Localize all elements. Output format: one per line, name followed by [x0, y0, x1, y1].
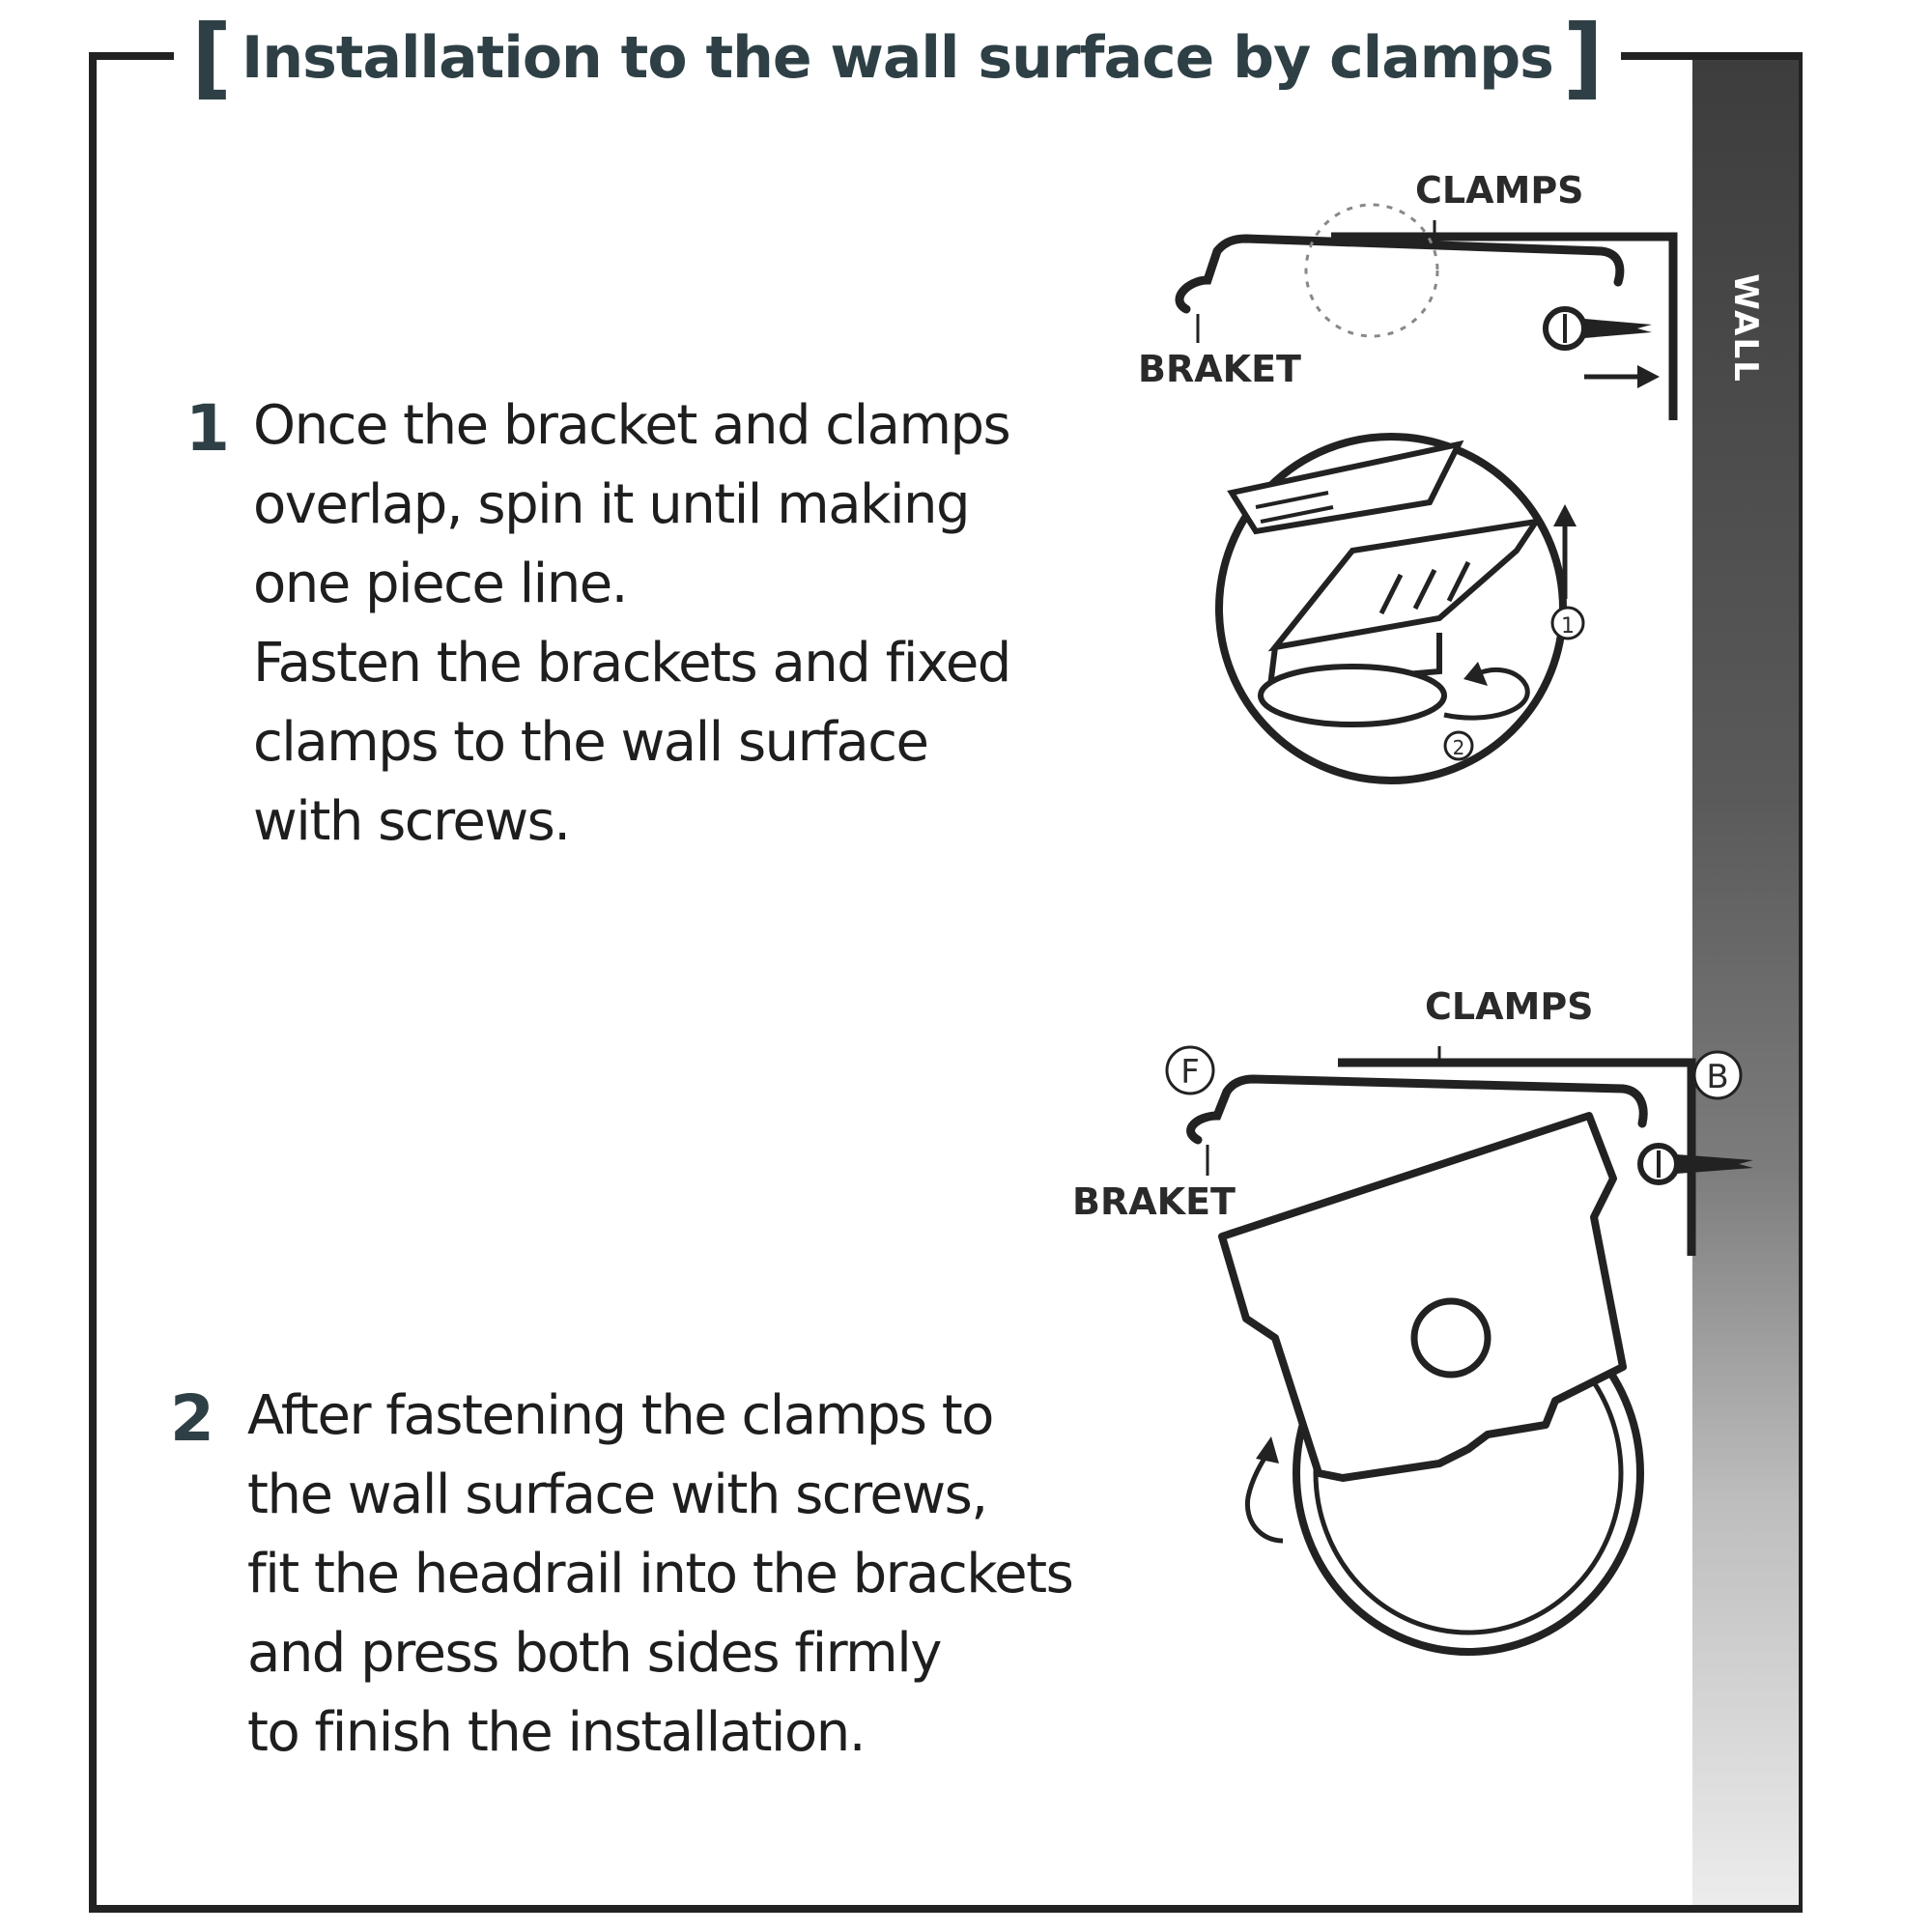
left-bracket-glyph: [	[191, 6, 233, 109]
headrail-hole	[1410, 1297, 1492, 1378]
front-marker	[1165, 1045, 1215, 1095]
diagram-1-bracket-label: BRAKET	[1138, 348, 1301, 390]
diagram-2-clamp	[1338, 1058, 1696, 1256]
diagram-2-bracket-label: BRAKET	[1072, 1180, 1236, 1223]
diagram-2: CLAMPS F B BRAKET	[1072, 985, 1753, 1656]
right-bracket-glyph: ]	[1562, 6, 1604, 109]
diagram-1-bracket	[1175, 234, 1625, 314]
title-banner: [ Installation to the wall surface by cl…	[174, 12, 1621, 104]
diagram-2-back-label: B	[1706, 1058, 1728, 1096]
diagram-1-detail-marker	[1304, 203, 1439, 338]
diagram-1-clamps-label: CLAMPS	[1415, 169, 1584, 212]
rotate-arrow-icon	[1443, 662, 1530, 721]
diagram-1-clamp-plate	[1227, 440, 1464, 535]
screw-icon	[1543, 306, 1652, 351]
diagram-1-clamp	[1331, 232, 1678, 420]
screw-icon	[1637, 1143, 1753, 1185]
step-1-text: Once the bracket and clamps overlap, spi…	[253, 394, 1011, 853]
step-marker-1	[1550, 606, 1585, 640]
wall-strip	[1692, 60, 1799, 1905]
wall-label: WALL	[1726, 273, 1765, 384]
diagram-1-marker-1: 1	[1561, 614, 1575, 639]
diagram-1-marker-2: 2	[1453, 736, 1465, 759]
headrail-profile	[1218, 1112, 1627, 1482]
diagram-2-bracket	[1186, 1074, 1648, 1145]
page-title: Installation to the wall surface by clam…	[242, 24, 1554, 92]
arrow-up-icon	[1553, 504, 1577, 599]
diagram-1: CLAMPS BRAKET 1 2	[1138, 169, 1678, 784]
arrow-right-icon	[1584, 365, 1660, 388]
step-1-number: 1	[185, 391, 230, 466]
step-2-number: 2	[170, 1381, 214, 1456]
diagram-2-front-label: F	[1180, 1053, 1200, 1092]
step-2-text: After fastening the clamps to the wall s…	[247, 1384, 1074, 1764]
step-marker-2	[1443, 730, 1474, 761]
diagram-1-bracket-plate	[1267, 517, 1543, 652]
rotate-arrow-icon	[1244, 1436, 1284, 1544]
back-marker	[1692, 1050, 1743, 1100]
diagram-2-clamps-label: CLAMPS	[1425, 985, 1594, 1028]
